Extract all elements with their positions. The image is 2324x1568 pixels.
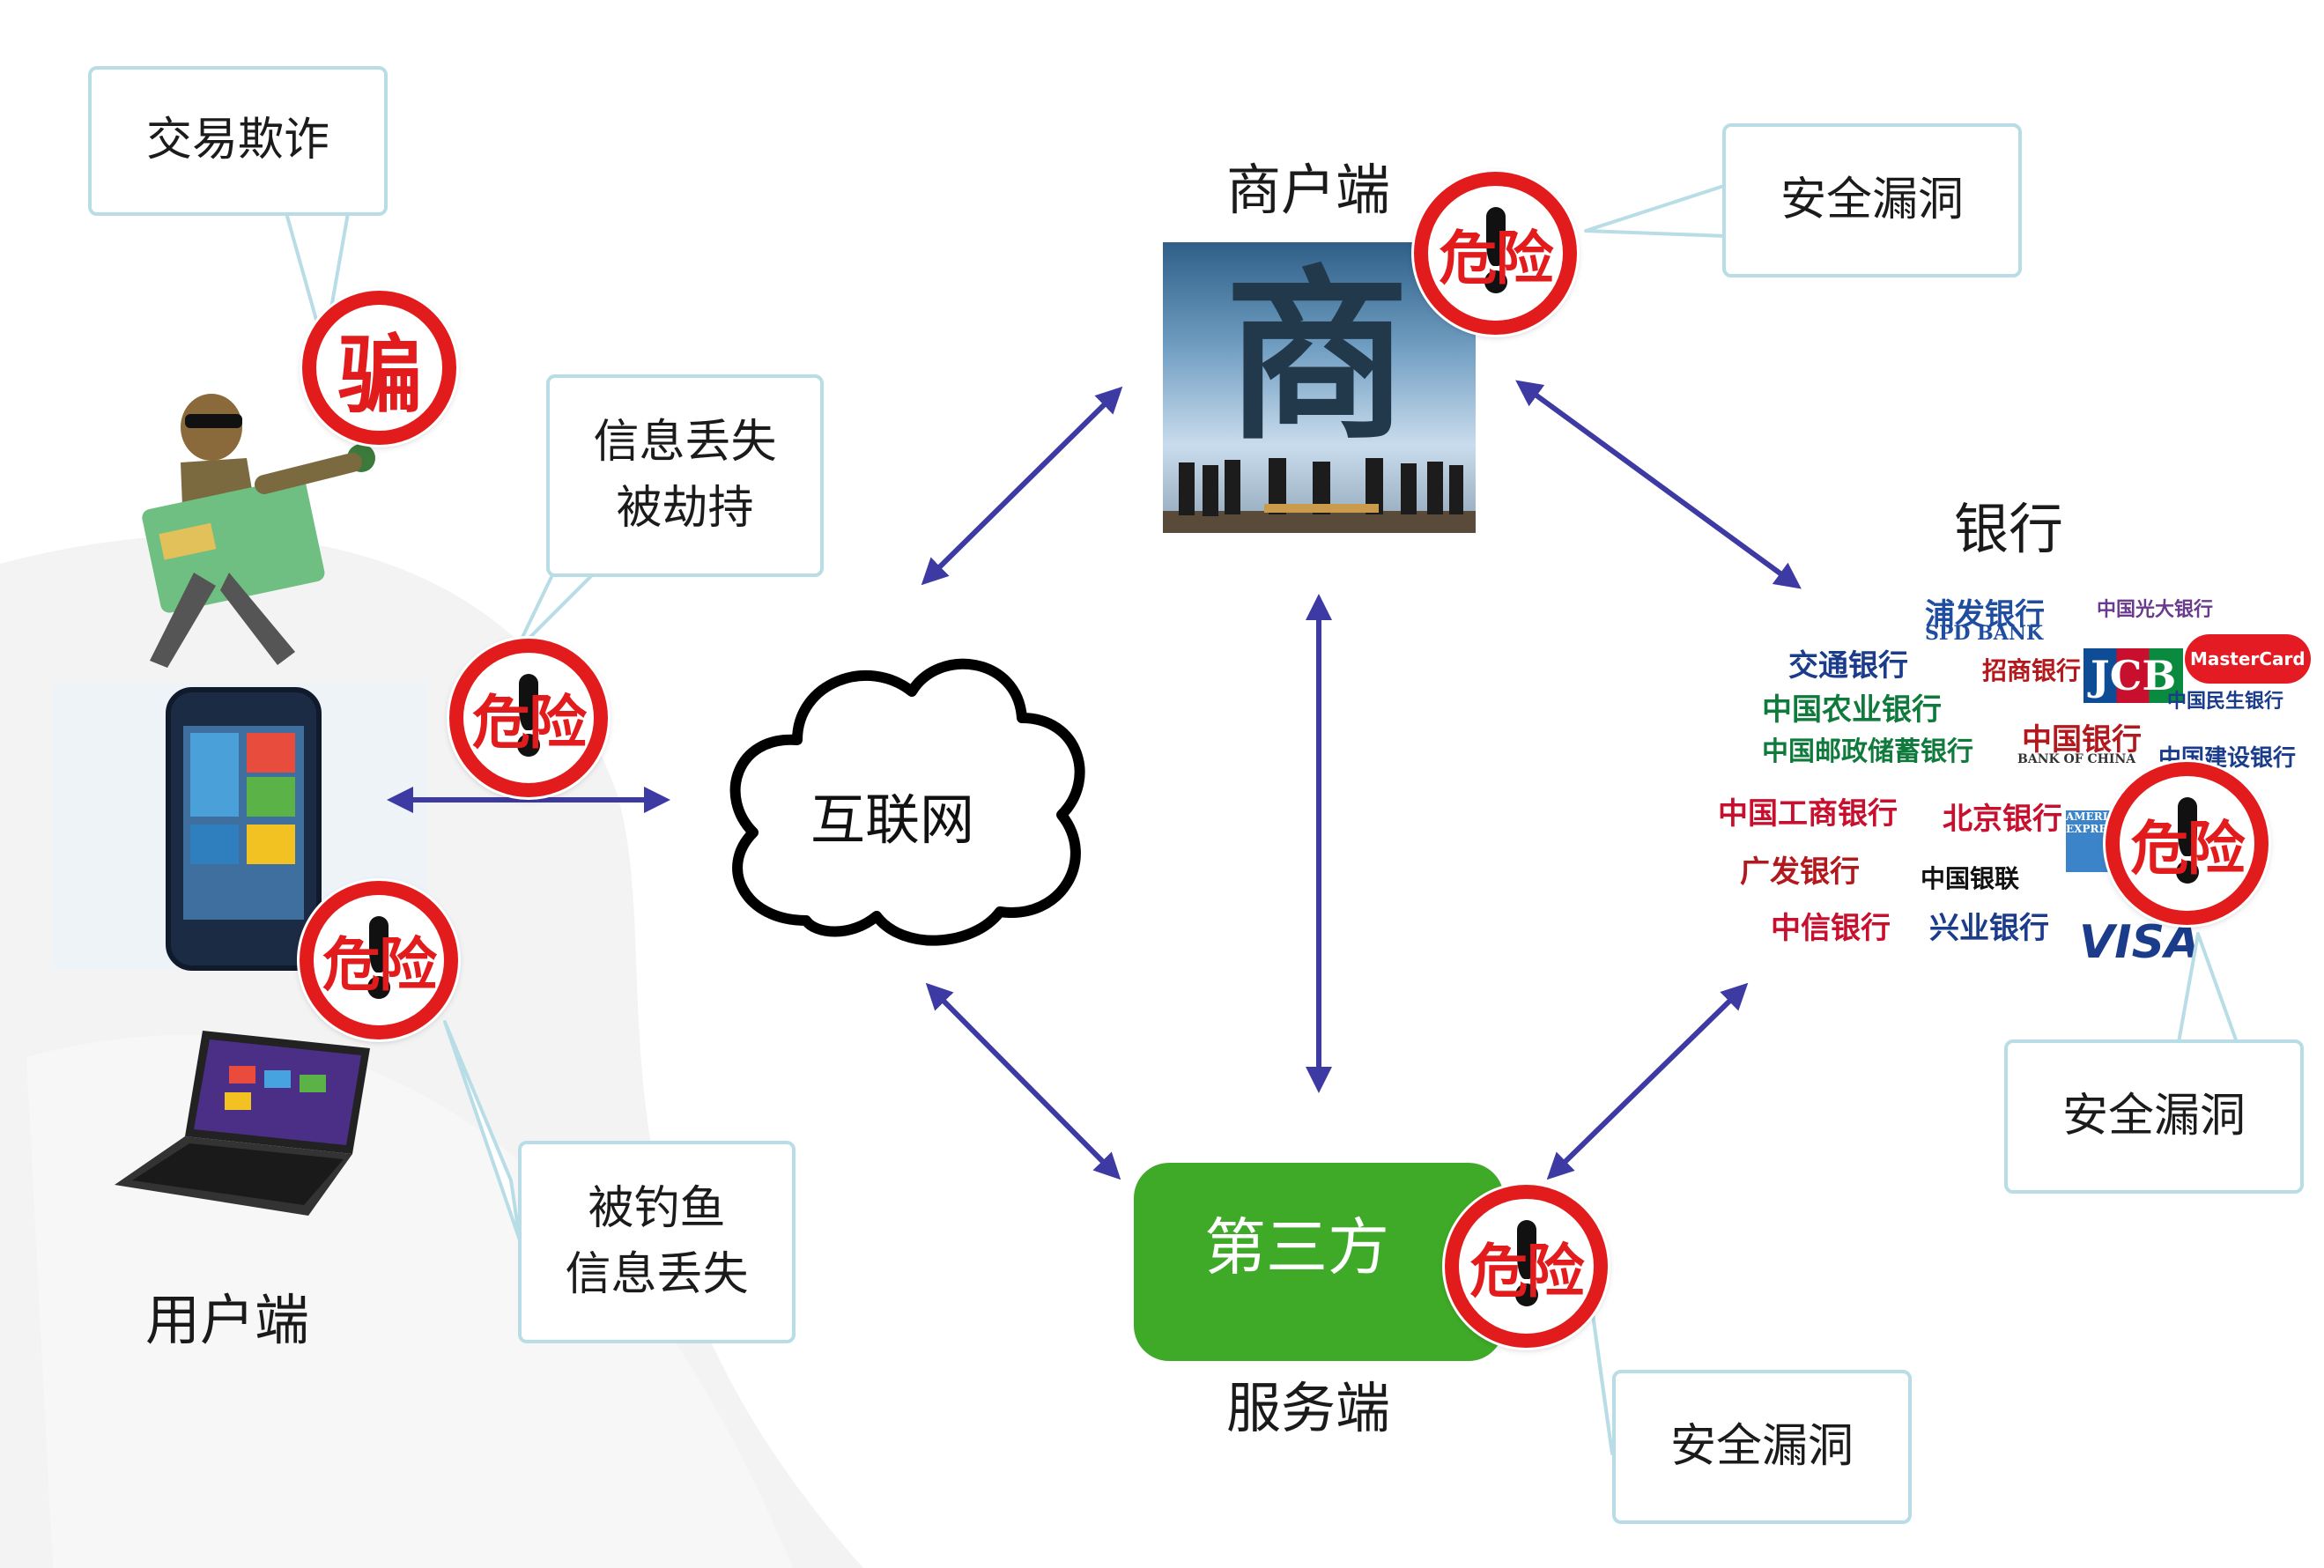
exclamation-icon: [2175, 797, 2199, 884]
callout-info-loss-hijack: 信息丢失 被劫持: [546, 374, 824, 577]
arrow-internet-thirdparty: [925, 982, 1121, 1180]
bank-logo-unionpay: 中国银联: [1921, 864, 2020, 893]
callout-text-line1: 信息丢失: [593, 415, 777, 469]
bank-logo-abc: 中国农业银行: [1762, 692, 1942, 728]
fraud-badge-text: 骗: [337, 326, 423, 425]
thief-illustration: [97, 388, 396, 678]
danger-badge-text: 危险: [1469, 1237, 1585, 1305]
danger-badge-user-device: 危险: [300, 881, 458, 1039]
merchant-label: 商户端: [1226, 158, 1391, 222]
arrow-merchant-bank: [1515, 380, 1802, 589]
callout-merchant-vulnerability: 安全漏洞: [1722, 123, 2022, 277]
danger-badge-internet: 危险: [449, 639, 608, 797]
bank-logo-visa: VISA: [2079, 916, 2201, 969]
bank-label: 银行: [1954, 497, 2064, 561]
bank-logo-icbc: 中国工商银行: [1718, 796, 1898, 832]
bank-logo-comm: 交通银行: [1788, 648, 1908, 684]
bank-logo-jcb: JCB: [2083, 648, 2184, 703]
exclamation-icon: [1514, 1220, 1538, 1307]
danger-badge-text: 危险: [1439, 224, 1554, 292]
user-side-label: 用户端: [145, 1288, 310, 1352]
bank-logo-citic: 中信银行: [1771, 911, 1891, 946]
bank-logo-boc-en: BANK OF CHINA: [2017, 752, 2136, 766]
callout-text: 交易欺诈: [145, 114, 329, 167]
exclamation-icon: [517, 673, 540, 758]
callout-phishing: 被钓鱼 信息丢失: [518, 1141, 796, 1343]
callout-text-line2: 被劫持: [616, 482, 754, 535]
bank-logo-cgb: 广发银行: [1740, 854, 1860, 890]
danger-badge-thirdparty: 危险: [1445, 1185, 1608, 1348]
internet-label: 互联网: [810, 788, 975, 852]
exclamation-icon: [367, 915, 390, 1000]
danger-badge-text: 危险: [322, 931, 437, 999]
arrow-bank-thirdparty: [1546, 982, 1749, 1180]
bank-logo-bob: 北京银行: [1943, 802, 2062, 837]
bank-logo-psbc: 中国邮政储蓄银行: [1762, 736, 1973, 767]
bank-logo-boc: 中国银行: [2022, 722, 2142, 758]
bank-logo-cib: 兴业银行: [1929, 911, 2049, 946]
merchant-photo: 商: [1163, 242, 1476, 533]
callout-text-line1: 被钓鱼: [588, 1181, 726, 1235]
callout-text: 安全漏洞: [1780, 173, 1964, 226]
bank-logo-spd: 浦发银行: [1925, 597, 2045, 632]
danger-badge-text: 危险: [2130, 814, 2246, 883]
bank-logo-mastercard: MasterCard: [2185, 634, 2311, 684]
callout-thirdparty-vulnerability: 安全漏洞: [1612, 1370, 1912, 1524]
arrow-internet-merchant: [921, 386, 1123, 586]
smartphone-illustration: [166, 687, 322, 971]
bank-logo-ceb: 中国光大银行: [2097, 598, 2214, 621]
internet-cloud-icon: [729, 658, 1085, 946]
callout-text-line2: 信息丢失: [565, 1248, 749, 1301]
fraud-badge: 骗: [302, 291, 456, 445]
server-side-label: 服务端: [1226, 1376, 1391, 1440]
exclamation-icon: [1484, 207, 1507, 294]
callout-bank-vulnerability: 安全漏洞: [2004, 1039, 2304, 1194]
bank-logo-cmbc: 中国民生银行: [2167, 690, 2284, 713]
danger-badge-merchant: 危险: [1414, 172, 1577, 335]
callout-text: 安全漏洞: [2061, 1089, 2246, 1143]
callout-text: 安全漏洞: [1669, 1419, 1854, 1473]
callout-transaction-fraud: 交易欺诈: [88, 66, 388, 216]
third-party-box: 第三方: [1134, 1163, 1504, 1361]
bank-logo-cmb: 招商银行: [1982, 656, 2082, 685]
bank-logo-spd-en: SPD BANK: [1925, 622, 2044, 645]
danger-badge-bank: 危险: [2106, 762, 2268, 925]
danger-badge-text: 危险: [472, 689, 587, 757]
laptop-illustration: [106, 1022, 388, 1224]
